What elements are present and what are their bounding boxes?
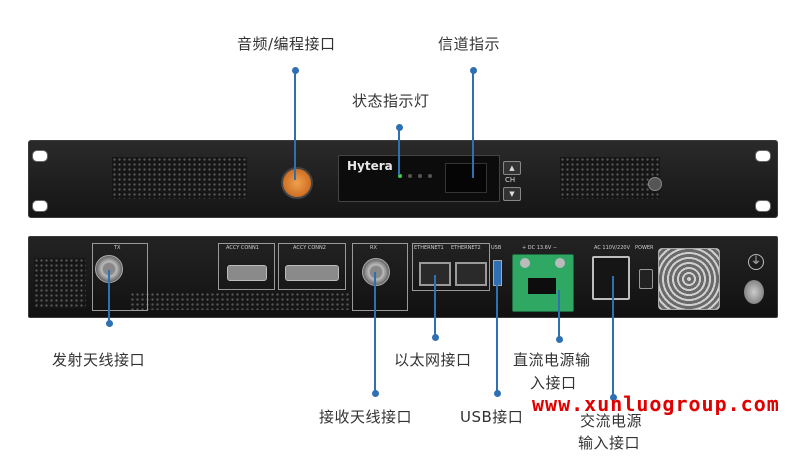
ethernet1-label: ETHERNET1 xyxy=(414,245,444,251)
callout-line-status xyxy=(398,127,400,175)
tx-label: TX xyxy=(114,245,120,251)
ac-label: AC 110V/220V xyxy=(594,245,630,251)
label-ac-power-2: 输入接口 xyxy=(578,432,640,453)
channel-label: CH xyxy=(505,176,515,184)
label-ethernet: 以太网接口 xyxy=(394,349,472,370)
callout-dot xyxy=(556,336,563,343)
label-audio-port: 音频/编程接口 xyxy=(237,33,336,54)
label-usb: USB接口 xyxy=(460,406,523,427)
rx-antenna-connector[interactable] xyxy=(362,258,390,286)
rack-mount-hole xyxy=(755,200,771,212)
callout-line-rx xyxy=(374,272,376,392)
accy1-label: ACCY CONN1 xyxy=(226,245,259,251)
status-led xyxy=(428,174,432,178)
label-dc-power-2: 入接口 xyxy=(530,372,577,393)
rack-mount-hole xyxy=(32,150,48,162)
label-channel-indicator: 信道指示 xyxy=(438,33,500,54)
fan-icon xyxy=(658,248,720,310)
power-switch[interactable] xyxy=(639,269,653,289)
dc-screw xyxy=(555,258,565,268)
rack-mount-hole xyxy=(755,150,771,162)
rx-label: RX xyxy=(370,245,377,251)
label-dc-power-1: 直流电源输 xyxy=(513,349,591,370)
status-led xyxy=(408,174,412,178)
channel-down-button[interactable]: ▼ xyxy=(503,187,521,201)
usb-label: USB xyxy=(491,245,501,251)
callout-dot xyxy=(432,334,439,341)
power-label: POWER xyxy=(635,245,654,251)
callout-dot xyxy=(106,320,113,327)
ac-power-inlet[interactable] xyxy=(592,256,630,300)
accy2-label: ACCY CONN2 xyxy=(293,245,326,251)
accy1-connector[interactable] xyxy=(227,265,267,281)
callout-dot xyxy=(372,390,379,397)
label-status-indicator: 状态指示灯 xyxy=(352,90,430,111)
channel-up-button[interactable]: ▲ xyxy=(503,161,521,175)
callout-line-audio xyxy=(294,70,296,180)
callout-dot xyxy=(494,390,501,397)
ground-icon: ⏚ xyxy=(748,254,764,270)
callout-line-ethernet xyxy=(434,275,436,337)
dc-socket xyxy=(528,278,556,294)
status-led xyxy=(418,174,422,178)
dc-screw xyxy=(520,258,530,268)
rear-vent-left xyxy=(34,258,86,308)
channel-display xyxy=(445,163,487,193)
rear-vent-middle xyxy=(130,292,350,310)
vent-grille-right xyxy=(560,157,660,199)
dc-label: + DC 13.6V − xyxy=(522,245,557,251)
callout-line-dc xyxy=(558,290,560,338)
ethernet2-label: ETHERNET2 xyxy=(451,245,481,251)
label-rx-antenna: 接收天线接口 xyxy=(319,406,412,427)
ethernet2-port[interactable] xyxy=(455,262,487,286)
brand-logo: Hytera xyxy=(347,159,393,173)
callout-line-channel xyxy=(472,70,474,178)
audio-programming-connector[interactable] xyxy=(281,167,313,199)
watermark-url: www.xunluogroup.com xyxy=(532,392,780,416)
callout-line-tx xyxy=(108,270,110,322)
ground-terminal[interactable] xyxy=(744,280,764,304)
front-screw xyxy=(648,177,662,191)
accy2-connector[interactable] xyxy=(285,265,339,281)
vent-grille-left xyxy=(112,157,247,199)
label-tx-antenna: 发射天线接口 xyxy=(52,349,145,370)
callout-line-usb xyxy=(496,272,498,392)
rack-mount-hole xyxy=(32,200,48,212)
callout-line-ac xyxy=(612,276,614,396)
